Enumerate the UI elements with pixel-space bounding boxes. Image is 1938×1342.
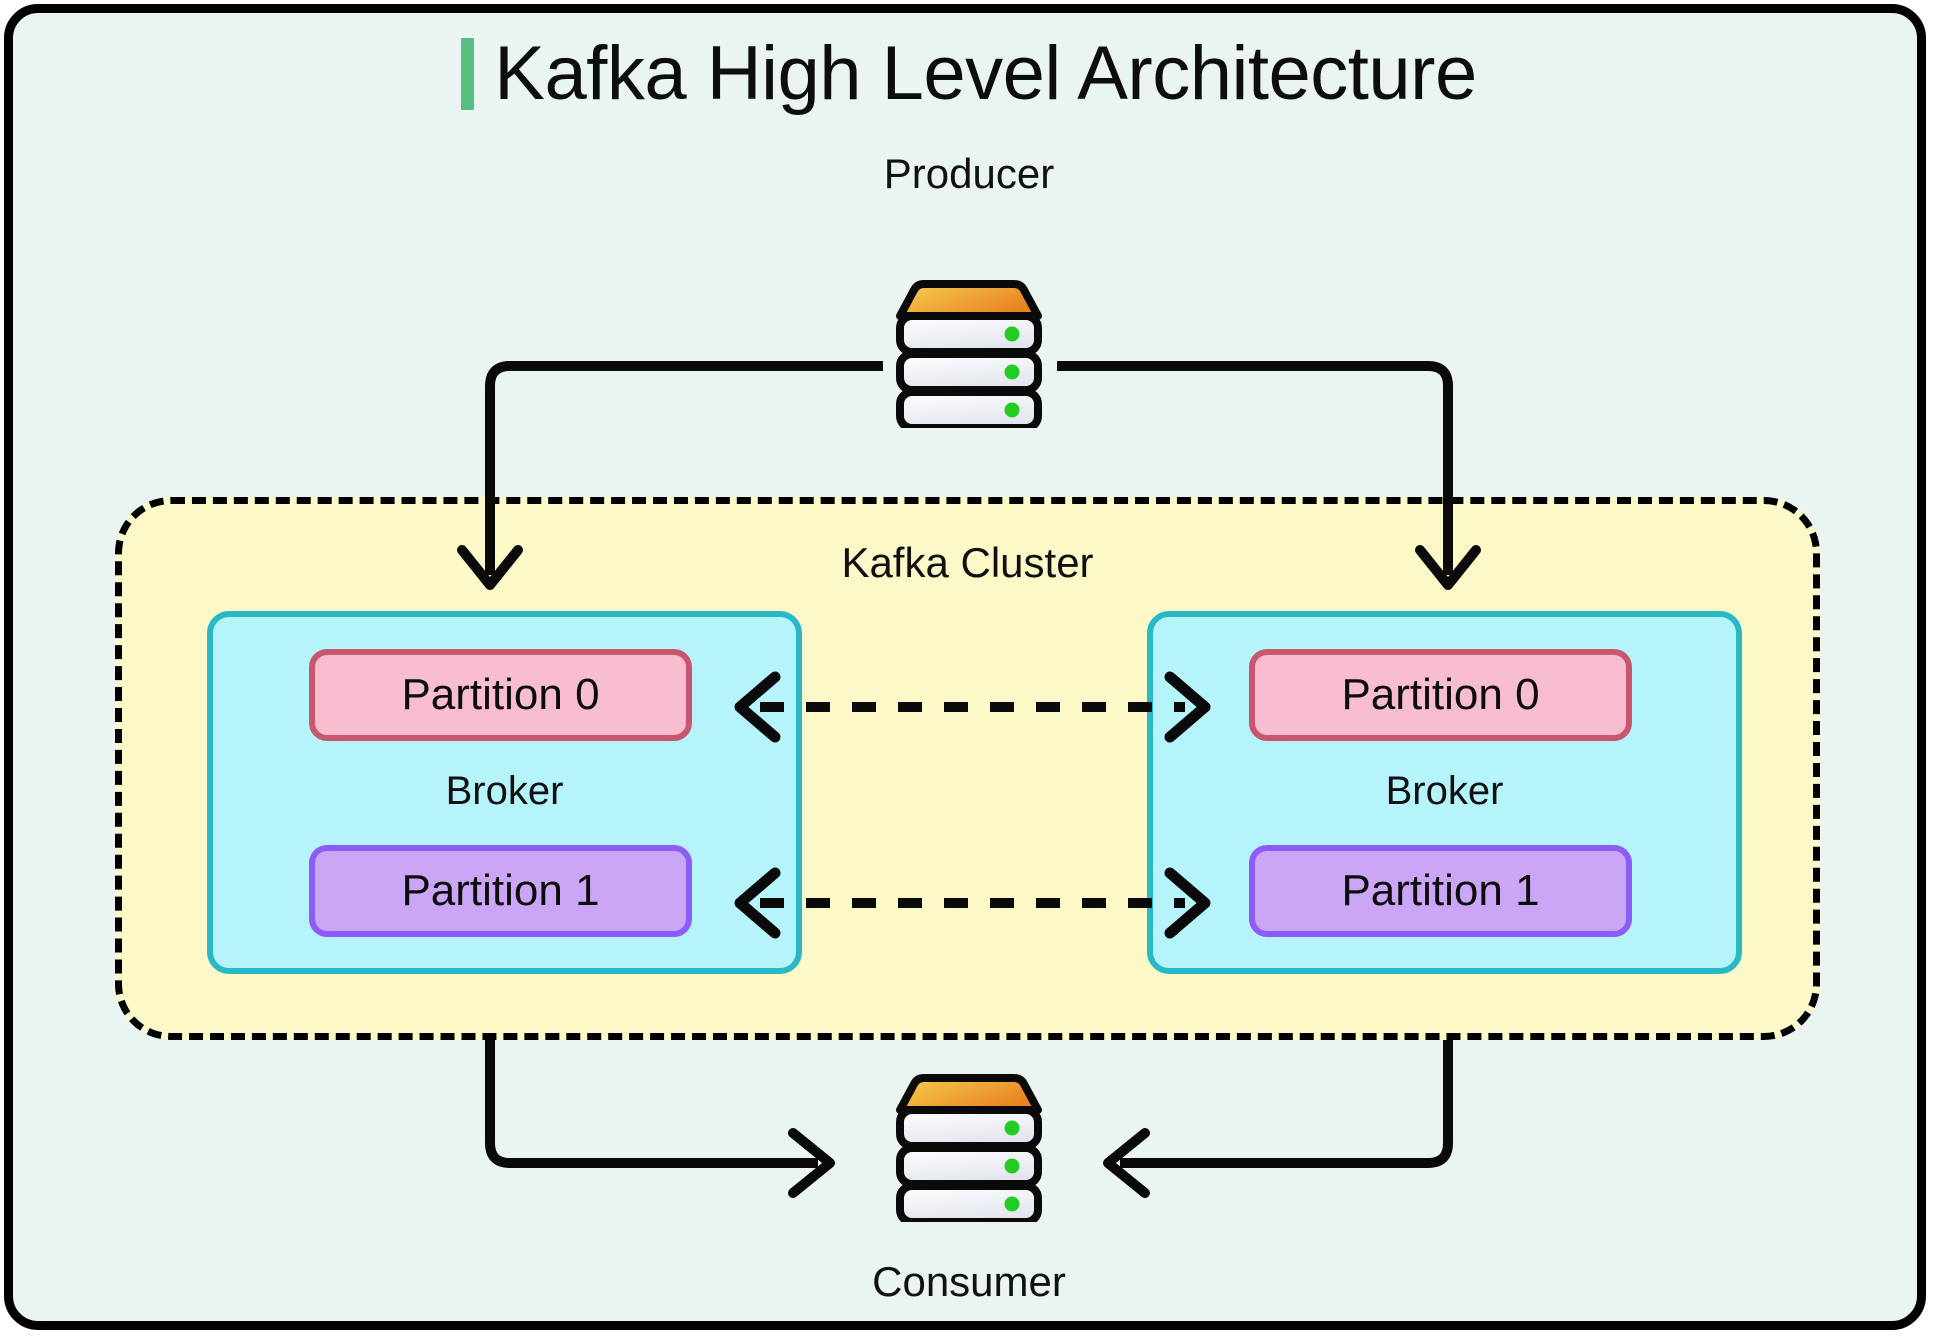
broker-left-partition-0[interactable]: Partition 0 <box>309 649 692 741</box>
broker-right-label: Broker <box>1385 769 1504 813</box>
consumer-label: Consumer <box>872 1258 1066 1305</box>
kafka-cluster-container: Kafka Cluster Partition 0 Broker Partiti… <box>115 497 1820 1040</box>
broker-left-label: Broker <box>445 769 564 813</box>
broker-right-partition-0[interactable]: Partition 0 <box>1249 649 1632 741</box>
broker-left-partition-1[interactable]: Partition 1 <box>309 845 692 937</box>
title-text: Kafka High Level Architecture <box>494 31 1477 116</box>
kafka-cluster-label: Kafka Cluster <box>841 539 1094 586</box>
producer-label: Producer <box>883 150 1055 197</box>
title-accent-bar <box>461 38 475 110</box>
producer-server-icon <box>896 280 1042 428</box>
consumer-server-icon <box>896 1074 1042 1222</box>
broker-right-partition-1[interactable]: Partition 1 <box>1249 845 1632 937</box>
broker-right[interactable]: Partition 0 Broker Partition 1 <box>1147 611 1742 974</box>
broker-left[interactable]: Partition 0 Broker Partition 1 <box>207 611 802 974</box>
page-title: Kafka High Level Architecture <box>0 36 1938 112</box>
